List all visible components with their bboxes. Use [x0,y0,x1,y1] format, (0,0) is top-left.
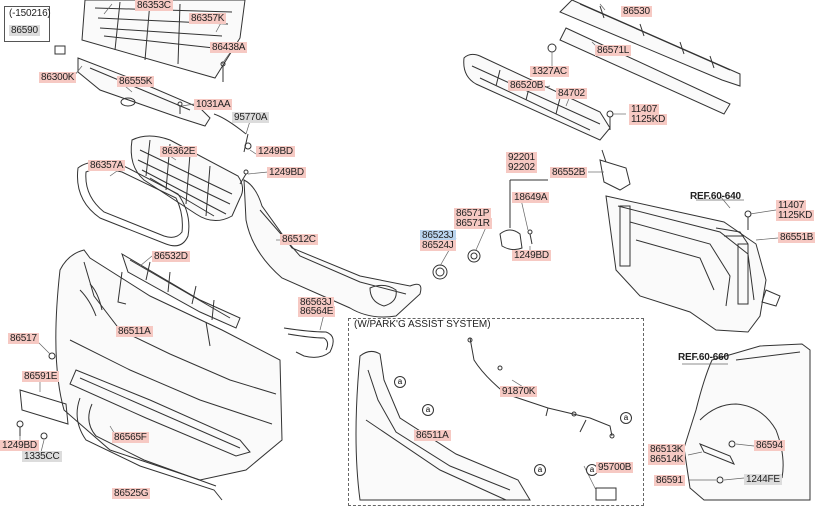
bumper-beam-bracket [117,252,241,347]
front-bumper-cover [55,249,283,481]
grille-upper-moulding [77,57,211,127]
callout-86438a: 86438A [210,42,248,53]
callout-1249bd-c: 1249BD [512,250,551,261]
callout-86571r: 86571R [454,218,492,229]
callout-86512c: 86512C [280,234,318,245]
circle-marker: a [394,376,406,388]
ref-label-top: REF.60-640 [690,191,741,202]
callout-95770a: 95770A [232,112,270,123]
callout-92201: 92201 [506,152,537,163]
lower-bumper-lip [243,179,422,318]
skid-plate-strip [76,397,223,501]
callout-1031aa: 1031AA [194,99,233,110]
callout-86555k: 86555K [117,76,155,87]
callout-86300k: 86300K [39,72,77,83]
callout-1249bd-a: 1249BD [256,146,295,157]
callout-86511a-b: 86511A [414,430,451,441]
callout-1244fe: 1244FE [744,474,782,485]
bumper-lower-strip [69,369,251,457]
circle-marker: a [534,464,546,476]
date-note: (-150216) [9,8,51,19]
callout-11407-a: 11407 [629,104,660,115]
parking-assist-box [348,318,644,506]
date-note-box [4,6,50,42]
callout-91870k: 91870K [500,386,538,397]
callout-86591e: 86591E [22,371,60,382]
carrier-bracket [599,149,631,191]
callout-86362e: 86362E [160,146,198,157]
callout-1335cc: 1335CC [22,451,62,462]
callout-86552b: 86552B [550,167,588,178]
fog-lamp-parts [432,179,548,280]
callout-86357k: 86357K [189,13,227,24]
callout-86520b: 86520B [508,80,546,91]
callout-86590: 86590 [9,25,40,36]
callout-86357a: 86357A [88,160,126,171]
callout-86530: 86530 [621,6,652,17]
upper-grille-assembly [81,0,246,79]
callout-86523j: 86523J [420,230,456,241]
callout-1125kd-a: 1125KD [629,114,668,125]
callout-1249bd-d: 1249BD [0,440,39,451]
parking-sensor-assembly [355,337,617,501]
callout-86353c: 86353C [135,0,173,11]
energy-absorber [463,43,614,141]
callout-86517: 86517 [8,333,39,344]
callout-84702: 84702 [556,88,587,99]
callout-86571l: 86571L [595,45,632,56]
callout-86564e: 86564E [298,306,336,317]
circle-marker: a [422,404,434,416]
callout-95700b: 95700B [596,462,634,473]
callout-18649a: 18649A [512,192,550,203]
front-fender [683,343,811,501]
callout-86524j: 86524J [420,240,456,251]
callout-86514k: 86514K [648,454,686,465]
callout-86591: 86591 [654,475,685,486]
callout-86513k: 86513K [648,444,686,455]
callout-1249bd-b: 1249BD [267,167,306,178]
callout-92202: 92202 [506,162,537,173]
callout-1125kd-b: 1125KD [776,210,815,221]
ref-label-bottom: REF.60-660 [678,352,729,363]
callout-86532d: 86532D [152,251,190,262]
callout-11407-b: 11407 [776,200,807,211]
callout-86551b: 86551B [778,232,815,243]
front-end-module [605,195,781,333]
callout-86525g: 86525G [112,488,151,499]
fog-lamp-garnish [283,327,334,358]
callout-1327ac: 1327AC [530,66,569,77]
license-bracket [16,352,69,440]
bumper-reinforcement-beam [559,0,741,115]
callout-86594: 86594 [754,440,785,451]
callout-86563j: 86563J [298,297,334,308]
callout-86511a-a: 86511A [116,326,153,337]
callout-86571p: 86571P [454,208,492,219]
callout-86565f: 86565F [112,432,149,443]
parking-assist-title: (W/PARK'G ASSIST SYSTEM) [354,319,491,330]
circle-marker: a [620,412,632,424]
